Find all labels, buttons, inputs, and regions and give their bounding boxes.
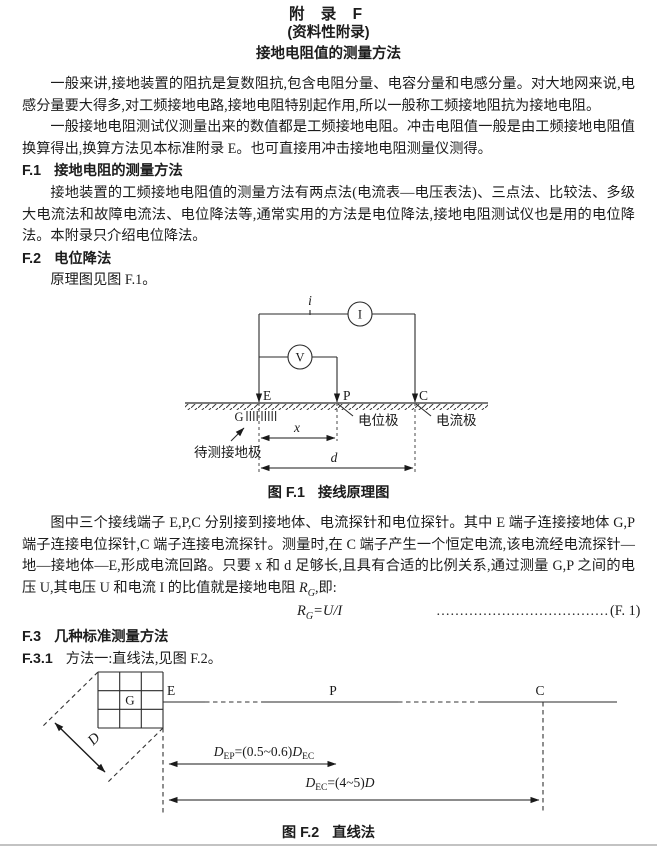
appendix-heading: 附 录 F [288, 6, 369, 23]
section-number-f3: F.3 [22, 629, 42, 645]
figure-f1-wiring-diagram: i I V E P C G x d 电位极 电流极 待测接地极 [185, 293, 488, 475]
ground-electrode-strokes [246, 411, 277, 421]
dim-ep-d: D [213, 744, 224, 759]
dim-ec-d: D [304, 775, 315, 790]
distance-x-label: x [293, 420, 300, 435]
section-number-f1: F.1 [22, 163, 42, 179]
electrode-g-label: G [234, 410, 243, 424]
paragraph-f2-explain-tail: ,即: [314, 579, 337, 596]
subsection-f31: F.3.1 方法一:直线法,见图 F.2。 [22, 649, 635, 671]
formula-dot-leader: ……………………………………………………………… [436, 604, 608, 619]
point-c-label: C [535, 683, 544, 698]
section-heading-f3: F.3 几种标准测量方法 [22, 627, 635, 649]
section-heading-f1: F.1 接地电阻的测量方法 [22, 161, 635, 183]
paragraph-f2-explain-text: 图中三个接线端子 E,P,C 分别接到接地体、电流探针和电位探针。其中 E 端子… [22, 515, 635, 596]
section-title-f1: 接地电阻的测量方法 [54, 163, 183, 179]
figure-f1-caption-number: 图 F.1 [267, 485, 305, 501]
dimension-ep-label: DEP=(0.5~0.6)DEC [213, 744, 314, 762]
dim-ec-eq: =(4~5) [327, 775, 364, 790]
formula-rhs: =U/I [313, 603, 343, 619]
section-title-f2: 电位降法 [54, 251, 112, 267]
formula-number: (F. 1) [610, 603, 641, 619]
terminal-c-label: C [419, 388, 428, 403]
subsection-text-f31: 方法一:直线法,见图 F.2。 [65, 651, 222, 667]
terminal-e-label: E [263, 388, 271, 403]
leader-arrow-tested-electrode [230, 427, 245, 442]
document-title: 接地电阻值的测量方法 [256, 46, 401, 62]
ammeter-label: I [358, 308, 362, 322]
figure-f2-line-method-diagram: G E P C D DEP=(0.5~0.6)DEC DEC=(4~5)D [41, 671, 617, 813]
potential-electrode-label: 电位极 [358, 413, 399, 428]
paragraph-f2-intro: 原理图见图 F.1。 [50, 272, 157, 288]
section-number-f2: F.2 [22, 251, 42, 267]
paragraph-intro-1: 一般来讲,接地装置的阻抗是复数阻抗,包含电阻分量、电容分量和电感分量。对大地网来… [22, 76, 635, 114]
leader-line-current [415, 403, 432, 417]
terminal-p-label: P [343, 388, 351, 403]
current-i-label: i [308, 293, 312, 308]
dim-ec-sub: EC [315, 783, 327, 793]
figure-f2-caption-title: 直线法 [332, 825, 376, 841]
grid-diagonal-d-label: D [84, 729, 104, 749]
ground-hatching [185, 404, 488, 410]
formula-lhs-sub: G [305, 610, 314, 622]
dim-ep-eq: =(0.5~0.6) [235, 744, 293, 759]
formula-f1: RG=U/I [297, 603, 342, 622]
point-e-label: E [167, 683, 175, 698]
point-p-label: P [329, 683, 337, 698]
formula-lhs: R [297, 603, 306, 619]
paragraph-f1: 接地装置的工频接地电阻值的测量方法有两点法(电流表—电压表法)、三点法、比较法、… [22, 185, 635, 244]
subsection-number-f31: F.3.1 [22, 651, 53, 667]
distance-d-label: d [331, 450, 338, 465]
dimension-arrow-grid-diagonal [54, 722, 106, 773]
figure-f2-caption: 图 F.2 直线法 [22, 821, 635, 842]
section-title-f3: 几种标准测量方法 [54, 629, 169, 645]
current-electrode-label: 电流极 [436, 413, 477, 428]
paragraph-f2-explain: 图中三个接线端子 E,P,C 分别接到接地体、电流探针和电位探针。其中 E 端子… [22, 513, 635, 604]
grounding-grid [97, 671, 164, 729]
figure-f1-caption: 图 F.1 接线原理图 [22, 481, 635, 502]
dim-ep-d2: D [291, 744, 302, 759]
voltmeter-symbol [287, 344, 313, 370]
figure-f1-caption-title: 接线原理图 [317, 485, 390, 501]
figure-f2-caption-number: 图 F.2 [281, 825, 320, 841]
appendix-type: (资料性附录) [287, 25, 370, 41]
dim-ec-d2: D [364, 775, 375, 790]
dim-ep-sub: EP [224, 752, 235, 762]
diagonal-extension-upper [41, 671, 99, 728]
voltmeter-label: V [295, 351, 304, 365]
section-heading-f2: F.2 电位降法 [22, 249, 635, 271]
tested-electrode-label: 待测接地极 [194, 444, 262, 460]
formula-f1-row: RG=U/I ……………………………………………………………… (F. 1) [0, 603, 657, 625]
diagonal-extension-lower [107, 727, 164, 783]
resistance-subscript: G [307, 587, 315, 599]
grid-g-label: G [125, 693, 134, 708]
dimension-ec-label: DEC=(4~5)D [304, 775, 374, 793]
resistance-variable: R [299, 579, 308, 596]
paragraph-intro-2: 一般接地电阻测试仪测量出来的数值都是工频接地电阻。冲击电阻值一般是由工频接地电阻… [22, 119, 635, 157]
ammeter-symbol [347, 301, 373, 327]
leader-line-potential [337, 403, 354, 417]
page-bottom-edge [0, 844, 657, 846]
dim-ep-sub2: EC [302, 752, 314, 762]
